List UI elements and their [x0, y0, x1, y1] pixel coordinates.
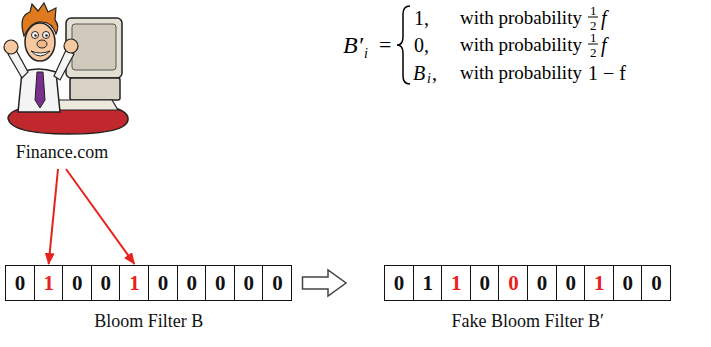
formula-term: with probability	[460, 8, 582, 27]
pupil	[34, 34, 37, 37]
formula-term: B	[413, 63, 425, 83]
filter-label: Fake Bloom Filter B′	[364, 312, 692, 332]
pupil	[45, 34, 48, 37]
formula-term: ,	[432, 63, 437, 83]
formula-term: 1	[590, 4, 597, 17]
bit-value: 0	[623, 273, 634, 294]
monitor-back	[72, 24, 116, 70]
formula-term: i	[427, 72, 431, 86]
bit-cell: 0	[91, 265, 121, 301]
formula-term: with probability	[460, 35, 582, 54]
bit-cell: 0	[470, 265, 500, 301]
bloom-filter: Bloom Filter B0100100000	[5, 265, 293, 301]
curly-brace	[397, 6, 410, 84]
eye	[32, 32, 39, 39]
bit-value: 0	[508, 273, 519, 294]
bit-value: 0	[565, 273, 576, 294]
formula-term: B′	[343, 33, 363, 57]
fist	[64, 39, 78, 53]
bit-cell: 0	[613, 265, 643, 301]
bit-cell: 1	[441, 265, 471, 301]
bit-cell: 1	[413, 265, 443, 301]
bit-value: 0	[537, 273, 548, 294]
bit-value: 1	[129, 273, 140, 294]
bit-cell: 0	[234, 265, 264, 301]
hair	[22, 3, 58, 36]
bit-value: 1	[422, 273, 433, 294]
bit-cell: 0	[62, 265, 92, 301]
hash-arrow	[49, 169, 58, 264]
bit-value: 0	[480, 273, 491, 294]
bit-value: 0	[72, 273, 83, 294]
bit-cell: 0	[148, 265, 178, 301]
bit-value: 1	[43, 273, 54, 294]
bit-cell: 0	[5, 265, 35, 301]
formula-term: f	[601, 8, 607, 28]
tie	[35, 72, 45, 108]
bit-value: 0	[215, 273, 226, 294]
cartoon-figure	[4, 3, 128, 134]
formula-term: f	[601, 35, 607, 55]
bit-cell: 0	[384, 265, 414, 301]
bit-cell: 0	[556, 265, 586, 301]
formula-term: with probability	[460, 63, 582, 82]
bit-cell: 1	[584, 265, 614, 301]
computer-case	[70, 78, 120, 100]
bit-value: 0	[186, 273, 197, 294]
filter-label: Bloom Filter B	[0, 312, 313, 332]
formula-term: 1 − f	[588, 63, 626, 83]
block-arrow	[303, 270, 347, 296]
head	[25, 23, 55, 61]
bit-cell: 1	[34, 265, 64, 301]
bit-value: 0	[651, 273, 662, 294]
bloom-filter: Fake Bloom Filter B′0110000100	[384, 265, 672, 301]
bit-cell: 0	[641, 265, 671, 301]
mouth	[31, 51, 50, 56]
site-name: Finance.com	[16, 143, 108, 163]
bit-cell: 0	[262, 265, 292, 301]
site-node: Finance.com	[13, 143, 112, 165]
bit-value: 0	[158, 273, 169, 294]
fist	[4, 40, 18, 54]
formula-term: 2	[590, 46, 597, 59]
bit-value: 0	[244, 273, 255, 294]
hash-arrow	[66, 169, 134, 264]
bit-cell: 0	[205, 265, 235, 301]
bit-cell: 0	[527, 265, 557, 301]
bit-value: 0	[394, 273, 405, 294]
bit-value: 1	[594, 273, 605, 294]
bit-cell: 0	[177, 265, 207, 301]
formula-term: =	[379, 34, 391, 56]
eye	[43, 32, 50, 39]
bit-value: 0	[272, 273, 283, 294]
bit-value: 0	[101, 273, 112, 294]
formula-term: i	[364, 47, 368, 61]
nose	[37, 40, 47, 48]
formula-term: 1,	[414, 8, 429, 28]
bit-value: 0	[15, 273, 26, 294]
bit-cell: 1	[119, 265, 149, 301]
bit-cell: 0	[498, 265, 528, 301]
arm	[54, 50, 74, 80]
formula-term: 1	[590, 31, 597, 44]
bit-value: 1	[451, 273, 462, 294]
formula-term: 0,	[414, 35, 429, 55]
